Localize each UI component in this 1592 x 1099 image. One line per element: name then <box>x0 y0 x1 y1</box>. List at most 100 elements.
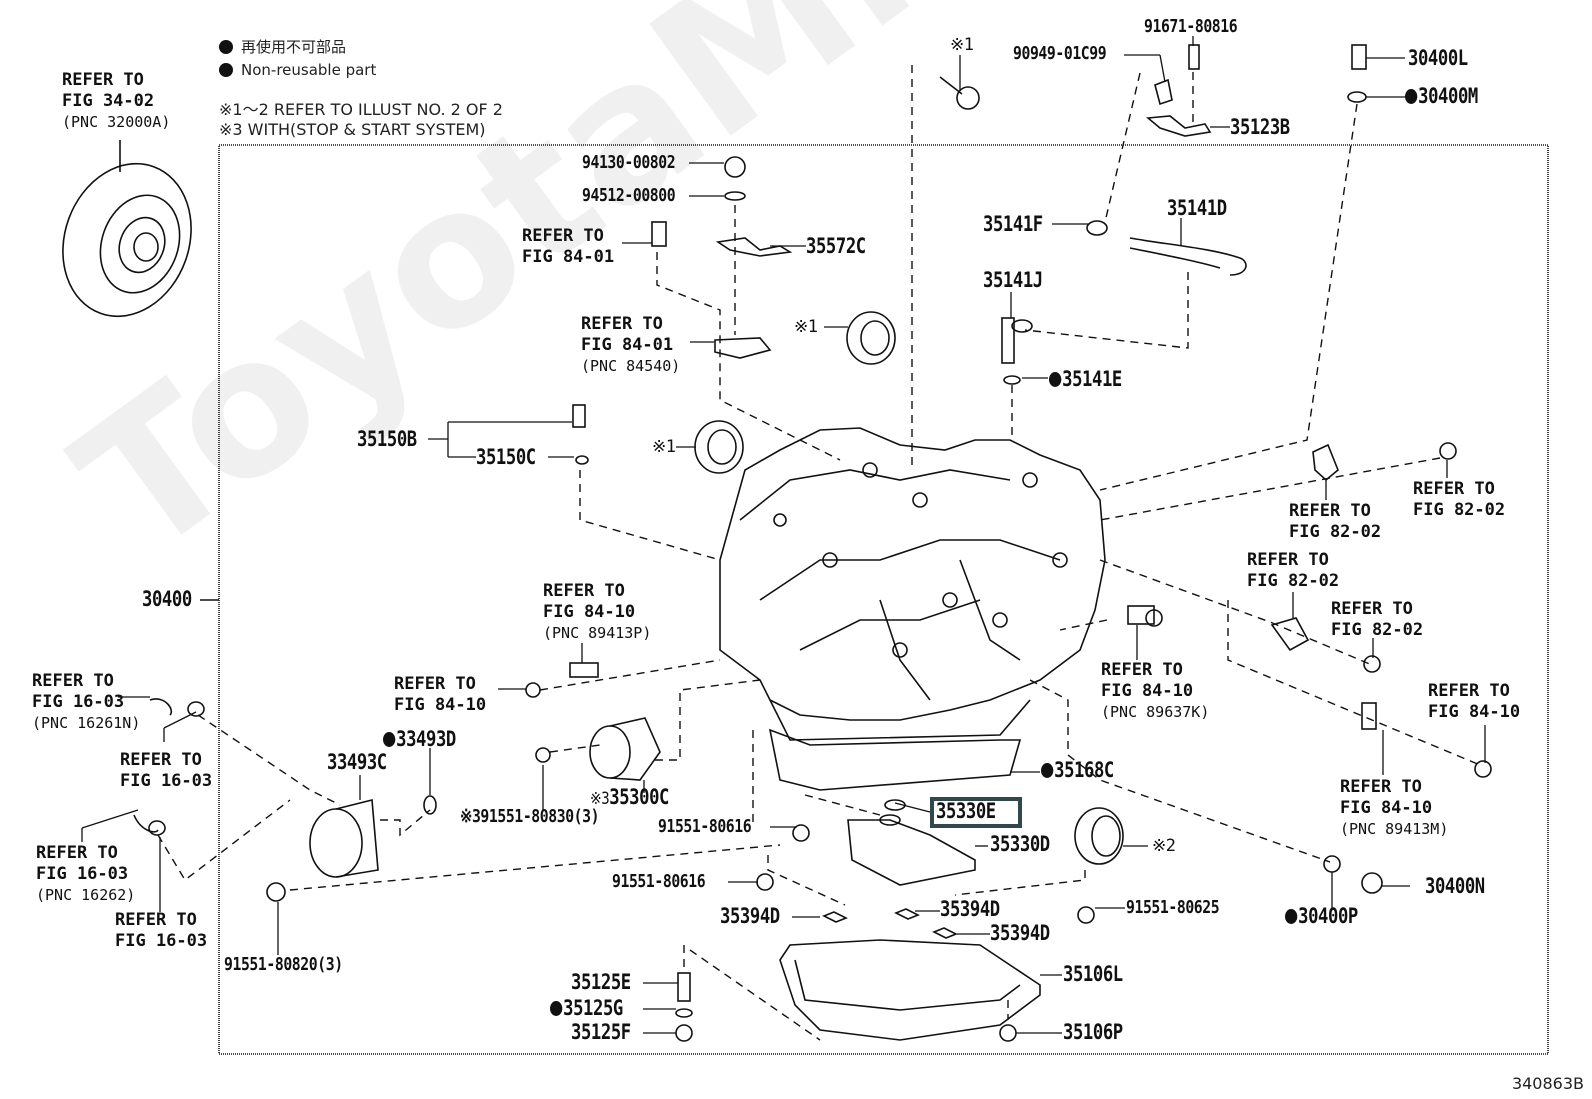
ref-line: REFER TO <box>581 314 663 334</box>
part-30400M[interactable]: 30400M <box>1405 86 1478 107</box>
ref-line: REFER TO <box>1101 660 1183 680</box>
part-number-text: 30400P <box>1298 904 1358 928</box>
figure-id: 340863B <box>1511 1074 1584 1093</box>
part-35106P[interactable]: 35106P <box>1063 1020 1123 1044</box>
ref-line: FIG 16-03 <box>36 864 129 884</box>
ref-line: REFER TO <box>36 843 118 863</box>
ref-line: FIG 34-02 <box>62 91 155 111</box>
ref-line: REFER TO <box>1428 681 1510 701</box>
part-35125F[interactable]: 35125F <box>571 1020 631 1044</box>
nonreusable-bullet-icon <box>1049 372 1062 387</box>
part-30400[interactable]: 30400 <box>142 587 192 611</box>
part-number-text: 35300C <box>609 785 670 809</box>
part-35141J[interactable]: 35141J <box>983 268 1043 292</box>
part-35394D-mid[interactable]: 35394D <box>940 897 1000 921</box>
ref-line: FIG 82-02 <box>1289 522 1382 542</box>
part-91671-80816[interactable]: 91671-80816 <box>1144 16 1238 37</box>
part-35141F[interactable]: 35141F <box>983 212 1043 236</box>
ref-line: (PNC 32000A) <box>62 113 171 131</box>
part-35300C[interactable]: ※335300C <box>590 787 669 808</box>
note-ref-1-seal-lower: ※1 <box>652 437 676 457</box>
part-number-text: 33493D <box>396 727 456 751</box>
nonreusable-bullet-icon <box>383 732 396 747</box>
legend-note-1: ※1〜2 REFER TO ILLUST NO. 2 OF 2 <box>219 100 503 119</box>
part-90949-01C99[interactable]: 90949-01C99 <box>1013 43 1107 64</box>
part-30400N[interactable]: 30400N <box>1425 874 1485 898</box>
ref-line: FIG 84-10 <box>1428 702 1521 722</box>
part-35123B[interactable]: 35123B <box>1230 115 1290 139</box>
ref-line: FIG 84-10 <box>1101 681 1194 701</box>
ref-line: REFER TO <box>1331 599 1413 619</box>
oil-pan-gasket-drawing <box>768 728 1022 791</box>
part-number-text: 35125G <box>563 996 623 1020</box>
part-35330E[interactable]: 35330E <box>936 799 996 823</box>
ref-line: REFER TO <box>62 70 144 90</box>
part-35330D[interactable]: 35330D <box>990 832 1050 856</box>
part-35125G[interactable]: 35125G <box>550 998 623 1019</box>
nonreusable-bullet-icon <box>1285 909 1298 924</box>
part-94512-00800[interactable]: 94512-00800 <box>582 185 676 206</box>
legend-nonreusable-jp: 再使用不可部品 <box>219 36 346 57</box>
nonreusable-bullet-icon <box>550 1001 563 1016</box>
part-33493D[interactable]: 33493D <box>383 729 456 750</box>
part-91551-80616-lower[interactable]: 91551-80616 <box>612 871 706 892</box>
ref-line: FIG 16-03 <box>115 931 208 951</box>
ref-line: (PNC 89637K) <box>1101 703 1210 721</box>
part-number-text: 35141E <box>1062 367 1122 391</box>
ref-line: (PNC 89413M) <box>1340 820 1449 838</box>
nonreusable-bullet-icon <box>219 40 233 54</box>
ref-line: REFER TO <box>1289 501 1371 521</box>
part-30400P[interactable]: 30400P <box>1285 906 1358 927</box>
part-91551-80625[interactable]: 91551-80625 <box>1126 897 1220 918</box>
part-35150B[interactable]: 35150B <box>357 427 417 451</box>
ref-line: REFER TO <box>32 671 114 691</box>
part-35394D-left[interactable]: 35394D <box>720 904 780 928</box>
note-ref-1-bolt: ※1 <box>950 35 974 55</box>
ref-line: FIG 82-02 <box>1413 500 1506 520</box>
ref-line: FIG 84-10 <box>394 695 487 715</box>
part-30400L[interactable]: 30400L <box>1408 46 1468 70</box>
part-35141D[interactable]: 35141D <box>1167 196 1227 220</box>
ref-line: (PNC 16262) <box>36 886 136 904</box>
part-35150C[interactable]: 35150C <box>476 445 536 469</box>
part-35168C[interactable]: 35168C <box>1041 760 1114 781</box>
part-35572C[interactable]: 35572C <box>806 234 866 258</box>
ref-line: FIG 82-02 <box>1331 620 1424 640</box>
part-35106L[interactable]: 35106L <box>1063 962 1123 986</box>
part-number-text: 35168C <box>1054 758 1114 782</box>
oil-strainer-drawing <box>847 819 976 886</box>
ref-line: REFER TO <box>522 226 604 246</box>
note-ref-2-seal: ※2 <box>1152 836 1176 856</box>
part-91551-80820[interactable]: 91551-80820(3) <box>224 954 343 975</box>
highlighted-part-box <box>930 797 1022 828</box>
part-91551-80616-upper[interactable]: 91551-80616 <box>658 816 752 837</box>
part-91551-80830[interactable]: ※391551-80830(3) <box>460 806 600 827</box>
ref-line: (PNC 84540) <box>581 357 681 375</box>
part-35141E[interactable]: 35141E <box>1049 369 1122 390</box>
part-35394D-right[interactable]: 35394D <box>990 921 1050 945</box>
part-35125E[interactable]: 35125E <box>571 970 631 994</box>
ref-line: REFER TO <box>543 581 625 601</box>
ref-line: (PNC 89413P) <box>543 624 652 642</box>
ref-line: REFER TO <box>115 910 197 930</box>
ref-line: FIG 16-03 <box>32 692 125 712</box>
part-94130-00802[interactable]: 94130-00802 <box>582 152 676 173</box>
part-33493C[interactable]: 33493C <box>327 750 387 774</box>
